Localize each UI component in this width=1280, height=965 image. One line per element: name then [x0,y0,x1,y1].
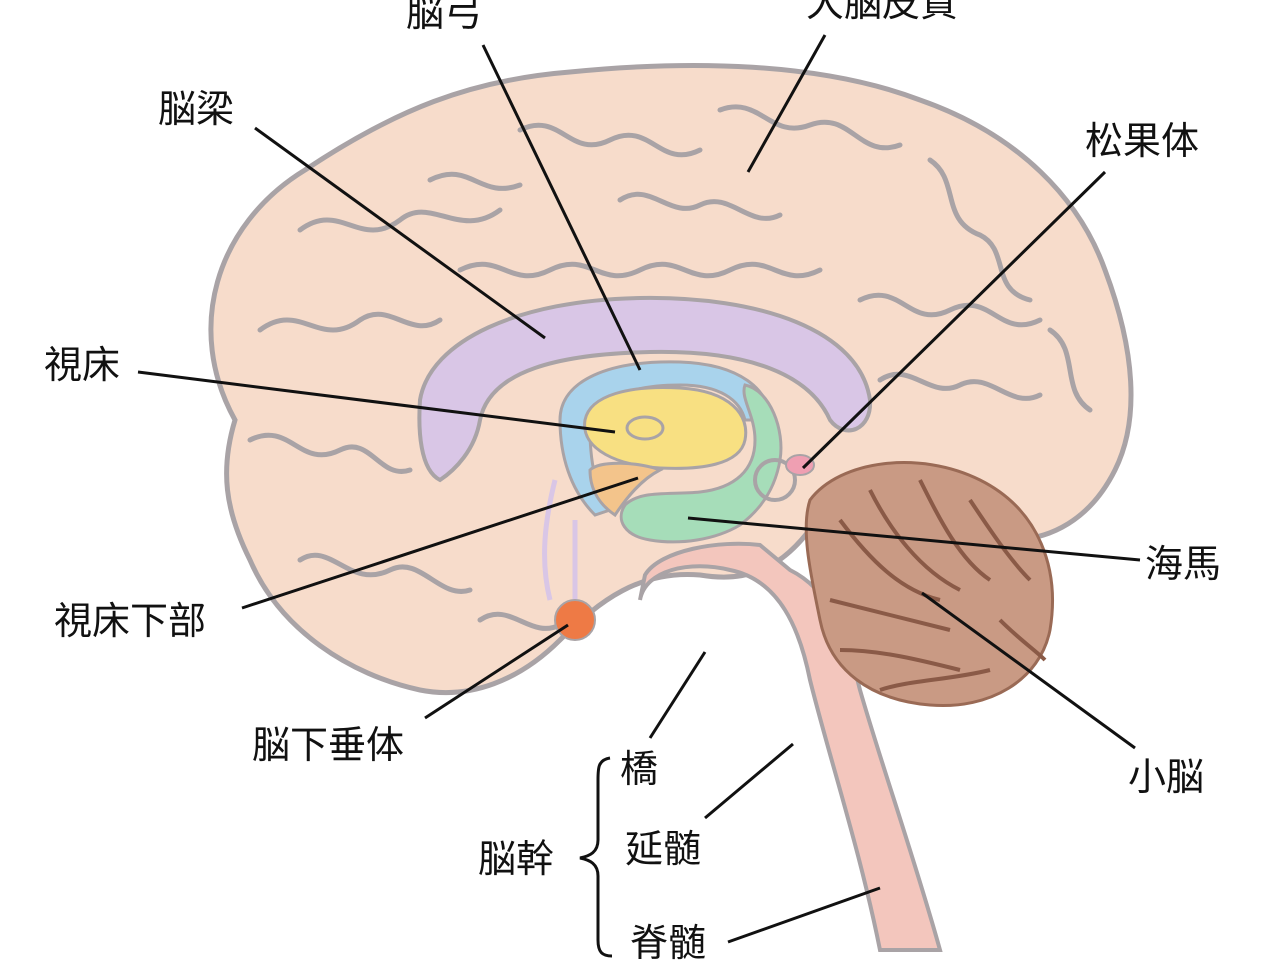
leader-medulla [704,742,794,820]
label-pons: 橋 [620,747,659,791]
label-cerebellum: 小脳 [1128,755,1205,799]
label-hippocampus: 海馬 [1145,542,1222,586]
thalamus-mass [625,415,665,441]
label-hypothalamus: 視床下部 [54,599,207,643]
leader-pineal-body [801,170,1107,470]
leader-lines [137,34,1141,958]
leader-spinal-cord [727,886,881,944]
label-pineal-body: 松果体 [1085,119,1200,163]
label-pituitary: 脳下垂体 [252,723,405,767]
hippocampus-ring [753,458,797,502]
leader-hypothalamus [241,476,639,610]
leader-fornix [481,44,642,371]
pineal-body-region [785,454,815,476]
label-cerebral-cortex: 大脳皮質 [806,0,959,25]
brainstem-brace [579,756,613,958]
label-fornix: 脳弓 [406,0,483,35]
pituitary-stalk [542,479,578,601]
leader-cerebral-cortex [746,34,827,173]
leader-thalamus [137,370,616,434]
label-brainstem: 脳幹 [478,837,555,881]
leader-pituitary [424,623,569,720]
gyri-folds [247,104,1093,631]
label-corpus-callosum: 脳梁 [158,87,235,131]
thalamus-region [583,386,748,470]
leader-pons [648,651,707,739]
label-thalamus: 視床 [44,343,121,387]
brainstem-region [638,541,943,952]
leader-corpus-callosum [254,126,546,340]
corpus-callosum-region [417,295,873,483]
label-spinal-cord: 脊髄 [630,921,707,965]
pituitary-gland-region [554,599,596,641]
label-medulla: 延髄 [625,827,702,871]
hypothalamus-region [588,461,664,518]
fornix-region [558,360,772,517]
leader-cerebellum [921,591,1136,750]
leader-hippocampus [687,516,1141,562]
